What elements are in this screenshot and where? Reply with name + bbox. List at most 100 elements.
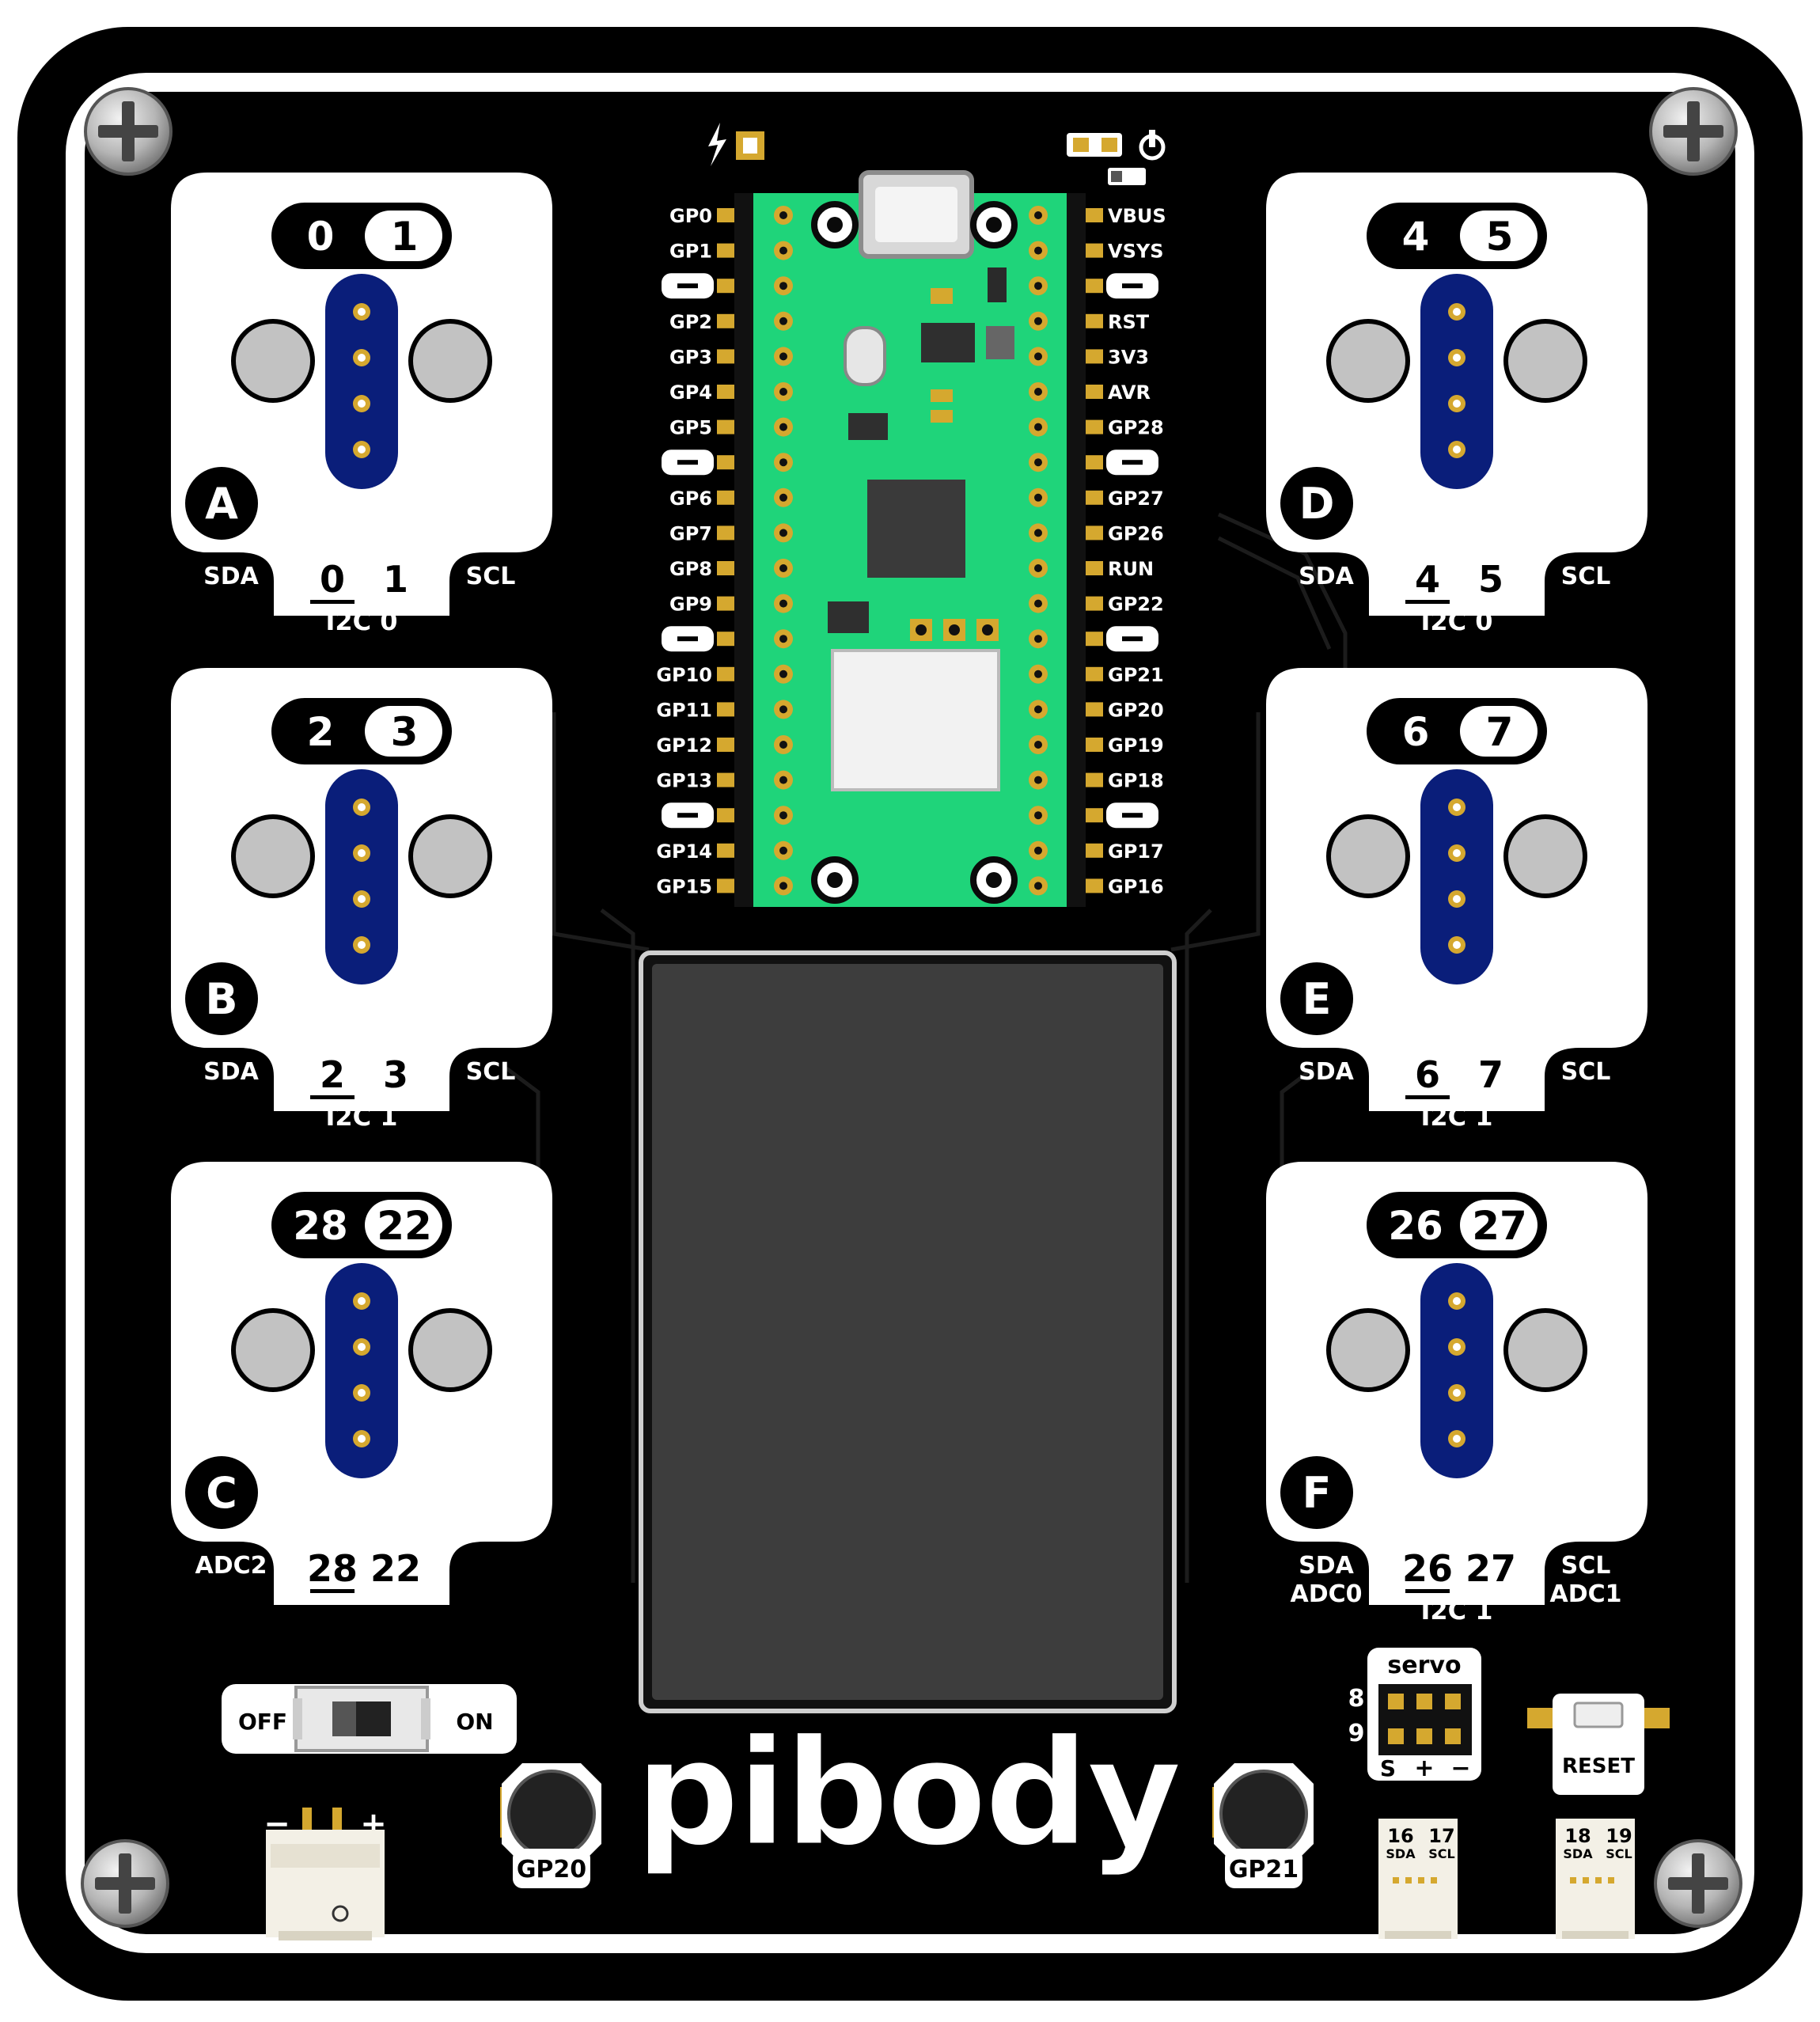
pin-label-right: 3V3 — [1108, 346, 1149, 368]
connector-socket — [325, 769, 398, 984]
module-bottom-pin1: 26 — [1402, 1547, 1453, 1590]
module-letter-badge — [1280, 1456, 1353, 1529]
wireless-module — [831, 649, 1000, 791]
module-label-left-2: ADC0 — [1290, 1580, 1362, 1608]
switch-on-label: ON — [456, 1709, 493, 1735]
servo-header: servo 8 9 S + − — [1348, 1648, 1481, 1782]
module-label-left: ADC2 — [195, 1552, 267, 1580]
module-label-right: SCL — [1561, 1552, 1611, 1580]
button-gp21[interactable]: GP21 — [1212, 1763, 1314, 1888]
module-label-right: SCL — [1561, 1058, 1611, 1086]
pin-label-left: GP8 — [669, 558, 712, 580]
pico-pads — [717, 206, 1103, 896]
magnet-left — [1326, 319, 1410, 403]
module-pin1: 4 — [1402, 214, 1430, 260]
pin-label-left: GP15 — [656, 875, 712, 897]
power-led-icon — [1067, 130, 1166, 185]
pin-label-right: GP22 — [1108, 594, 1164, 616]
qwiic-connector-2: 18 19 SDA SCL — [1556, 1819, 1635, 1939]
servo-row-9: 9 — [1348, 1720, 1365, 1747]
qwiic1-pin1: 16 — [1387, 1825, 1413, 1847]
module-label-right-2: ADC1 — [1549, 1580, 1621, 1608]
magnet-right — [408, 1308, 492, 1392]
button-gp20-label: GP20 — [517, 1856, 586, 1884]
screw-top-left-icon — [84, 87, 173, 176]
module-pin2: 27 — [1472, 1203, 1527, 1249]
qwiic2-label2: SCL — [1606, 1846, 1632, 1861]
connector-socket — [325, 1263, 398, 1478]
servo-signal-label: S — [1380, 1755, 1396, 1781]
module-bottom-pin1: 28 — [307, 1547, 358, 1590]
module-letter-badge — [185, 467, 258, 540]
qwiic1-label1: SDA — [1386, 1846, 1416, 1861]
module-bottom-pin1: 0 — [320, 558, 345, 601]
module-bus-label: I2C 1 — [325, 1102, 397, 1132]
module-letter-badge — [1280, 962, 1353, 1035]
magnet-left — [231, 1308, 315, 1392]
pico-board — [717, 170, 1103, 910]
pin-label-left: GP14 — [656, 840, 712, 863]
module-bottom-pin2: 7 — [1478, 1053, 1503, 1096]
pin-label-left: GP5 — [669, 417, 712, 439]
module-pin2: 5 — [1486, 214, 1514, 260]
pin-label-left: GP11 — [656, 699, 712, 721]
module-letter: A — [205, 479, 238, 529]
servo-title: servo — [1387, 1652, 1461, 1679]
magnet-left — [231, 814, 315, 898]
module-letter-badge — [1280, 467, 1353, 540]
screw-bottom-right-icon — [1654, 1839, 1742, 1928]
module-label-left: SDA — [1299, 563, 1355, 590]
magnet-left — [1326, 1308, 1410, 1392]
module-bus-label: I2C 1 — [1420, 1595, 1492, 1626]
power-switch[interactable]: OFF ON — [222, 1684, 517, 1754]
connector-socket — [1420, 769, 1493, 984]
qwiic2-pin1: 18 — [1564, 1825, 1591, 1847]
module-pin2: 3 — [391, 709, 419, 755]
qwiic2-pin2: 19 — [1606, 1825, 1632, 1847]
module-label-right: SCL — [1561, 563, 1611, 590]
magnet-left — [1326, 814, 1410, 898]
pin-label-left: GP1 — [669, 241, 712, 263]
module-bottom-pin2: 22 — [370, 1547, 421, 1590]
reset-button[interactable]: RESET — [1527, 1694, 1670, 1795]
qwiic2-label1: SDA — [1563, 1846, 1593, 1861]
button-gp20[interactable]: GP20 — [500, 1763, 601, 1888]
pin-label-left: GP7 — [669, 522, 712, 544]
module-label-left: SDA — [1299, 1552, 1355, 1580]
rp2040-chip — [867, 480, 965, 578]
magnet-right — [1503, 814, 1587, 898]
display-screen — [639, 950, 1177, 1713]
screw-top-right-icon — [1649, 87, 1738, 176]
qwiic1-label2: SCL — [1428, 1846, 1454, 1861]
reset-label: RESET — [1562, 1755, 1635, 1778]
module-letter-badge — [185, 1456, 258, 1529]
battery-connector: − + — [264, 1806, 387, 1940]
module-label-right: SCL — [466, 1058, 516, 1086]
module-pin2: 7 — [1486, 709, 1514, 755]
module-bottom-pin2: 27 — [1465, 1547, 1516, 1590]
module-pin1: 2 — [307, 709, 335, 755]
module-letter: C — [206, 1468, 237, 1518]
module-pin2: 1 — [391, 214, 419, 260]
pin-label-left: GP10 — [656, 664, 712, 686]
module-pin1: 0 — [307, 214, 335, 260]
module-bus-label: I2C 0 — [325, 606, 397, 636]
pin-label-right: GP20 — [1108, 699, 1164, 721]
magnet-right — [1503, 1308, 1587, 1392]
pin-label-right: RUN — [1108, 558, 1154, 580]
module-pin1: 26 — [1388, 1203, 1443, 1249]
pin-label-right: GP26 — [1108, 522, 1164, 544]
servo-minus-label: − — [1450, 1755, 1470, 1782]
pin-label-left: GP6 — [669, 487, 712, 510]
connector-socket — [1420, 1263, 1493, 1478]
pin-label-right: GP18 — [1108, 770, 1164, 792]
